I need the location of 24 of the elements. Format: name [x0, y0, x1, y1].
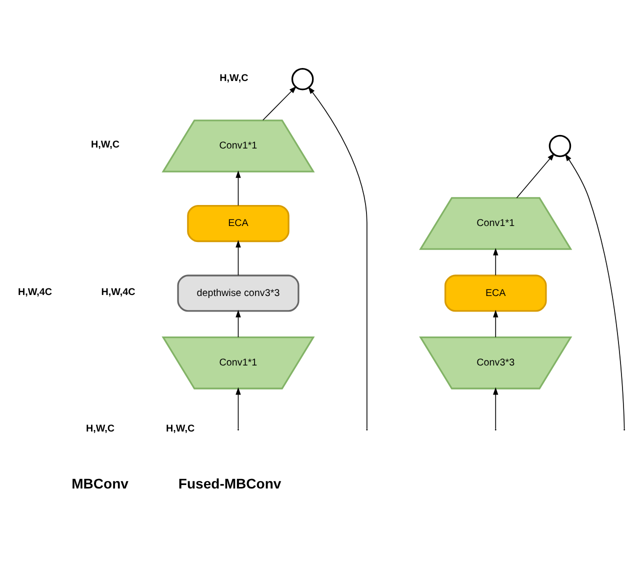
node-box: ECA: [187, 204, 290, 242]
label: H,W,C: [90, 139, 120, 150]
node-circle: [291, 68, 314, 90]
arrow: [564, 153, 625, 429]
label: H,W,C: [220, 72, 248, 84]
arrow: [236, 309, 241, 338]
arrow: [236, 386, 241, 429]
label: MBConv: [72, 474, 128, 491]
label: H,W,C: [166, 422, 195, 434]
label: H,W,C: [86, 422, 115, 434]
arrow: [516, 152, 555, 198]
arrow: [493, 386, 498, 429]
arrow: [493, 247, 498, 276]
arrow: [236, 240, 241, 276]
arrow: [236, 170, 241, 206]
node-box: ECA: [444, 274, 547, 312]
node-box: depthwise conv3*3: [177, 274, 300, 312]
label: H,W,4C: [18, 286, 52, 298]
arrow: [493, 309, 498, 338]
node-circle: [548, 134, 572, 157]
arrow: [262, 86, 297, 120]
label: H,W,4C: [101, 286, 136, 298]
label: Fused-MBConv: [178, 474, 282, 491]
arrow: [308, 86, 368, 429]
